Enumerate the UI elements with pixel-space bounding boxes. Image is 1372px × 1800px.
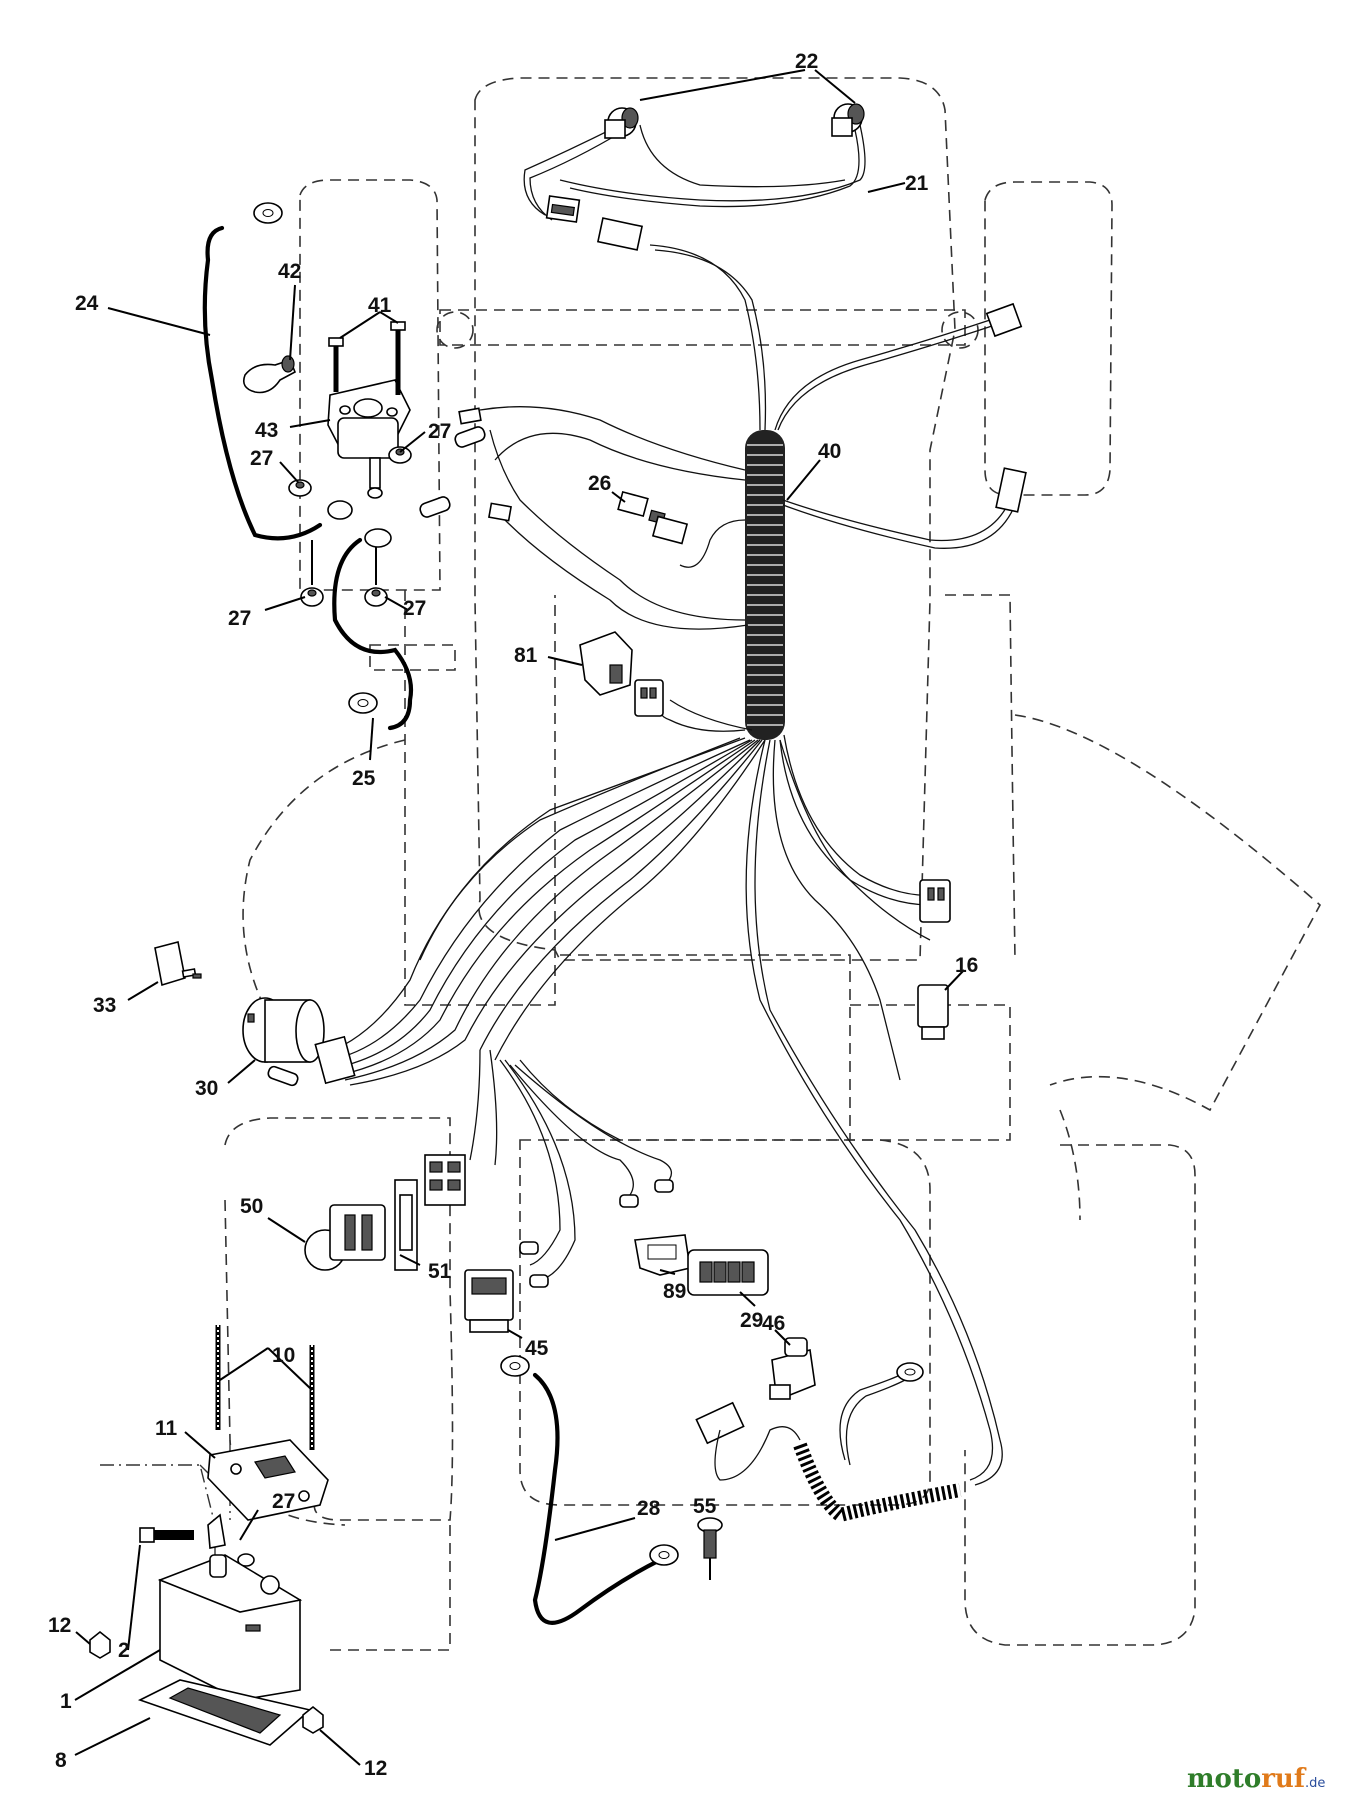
callout-81: 81 (514, 644, 538, 667)
bezel-89 (634, 1234, 691, 1276)
leader-lines (74, 69, 965, 1766)
cable-24 (202, 202, 353, 541)
rods-10 (215, 1325, 315, 1450)
nuts-12 (89, 1630, 324, 1734)
bezel-51 (394, 1179, 418, 1271)
callout-11: 11 (155, 1417, 178, 1440)
callout-28: 28 (637, 1497, 661, 1520)
callout-1: 1 (60, 1690, 72, 1713)
callout-50: 50 (240, 1195, 263, 1218)
callout-10: 10 (272, 1344, 295, 1367)
callout-16: 16 (955, 954, 978, 977)
key-33 (154, 941, 202, 987)
headlight-right (831, 103, 865, 137)
cover-42 (242, 355, 297, 394)
callout-27-right: 27 (428, 420, 451, 443)
callout-8: 8 (55, 1749, 67, 1772)
nuts-27 (237, 446, 412, 1567)
connector-26 (617, 490, 689, 545)
fuse-holders (419, 407, 512, 522)
callout-25: 25 (352, 767, 376, 790)
cable-28 (500, 1355, 679, 1625)
hour-meter-45 (464, 1269, 514, 1333)
battery-1 (157, 1554, 303, 1701)
callout-55: 55 (693, 1495, 717, 1518)
callout-42: 42 (278, 260, 301, 283)
seat-switch-46 (769, 1337, 816, 1400)
bolt-55 (697, 1517, 723, 1580)
callout-27-battery: 27 (272, 1490, 295, 1513)
cable-25 (332, 528, 414, 731)
bracket-11 (207, 1439, 329, 1521)
connector-block (424, 1154, 466, 1206)
screws-41 (328, 321, 406, 395)
callout-45: 45 (525, 1337, 549, 1360)
pto-switch-50 (304, 1204, 386, 1271)
callout-22: 22 (795, 50, 818, 73)
harness-sleeve (745, 430, 785, 740)
relay-81 (579, 631, 664, 717)
watermark-part2: ruf (1261, 1764, 1307, 1794)
callout-12-left: 12 (48, 1614, 71, 1637)
watermark-part1: moto (1187, 1764, 1261, 1794)
callout-12-right: 12 (364, 1757, 387, 1780)
connector-16 (917, 879, 951, 1040)
callout-2: 2 (118, 1639, 130, 1662)
callout-24: 24 (75, 292, 99, 315)
watermark-logo: motoruf.de (1187, 1764, 1325, 1794)
callout-26: 26 (588, 472, 611, 495)
headlight-left (604, 107, 639, 139)
svg-text:motoruf.de: motoruf.de (1187, 1764, 1325, 1794)
callout-43: 43 (255, 419, 278, 442)
callout-21: 21 (905, 172, 929, 195)
callout-33: 33 (93, 994, 116, 1017)
callout-40: 40 (818, 440, 841, 463)
callout-89: 89 (663, 1280, 686, 1303)
solenoid-43 (327, 379, 411, 499)
callout-27-left: 27 (250, 447, 273, 470)
watermark-tld: .de (1305, 1776, 1325, 1791)
ignition-switch-30 (242, 997, 356, 1087)
callout-46: 46 (762, 1312, 785, 1335)
callout-51: 51 (428, 1260, 452, 1283)
callout-41: 41 (368, 294, 392, 317)
tray-8 (137, 1679, 312, 1746)
harness-connectors-upper (545, 195, 1027, 513)
main-harness (319, 124, 1016, 1486)
callout-29: 29 (740, 1309, 763, 1332)
battery-gauge-29 (687, 1249, 769, 1296)
callout-27-lower-right: 27 (403, 597, 426, 620)
coil-cord (695, 1362, 962, 1523)
terminals (519, 1179, 674, 1288)
callout-30: 30 (195, 1077, 218, 1100)
bolts-27 (311, 540, 377, 585)
bolt-2 (139, 1513, 226, 1549)
callout-labels: 22 21 24 42 41 43 27 27 27 27 27 40 26 8… (48, 50, 978, 1780)
callout-27-lower-left: 27 (228, 607, 251, 630)
